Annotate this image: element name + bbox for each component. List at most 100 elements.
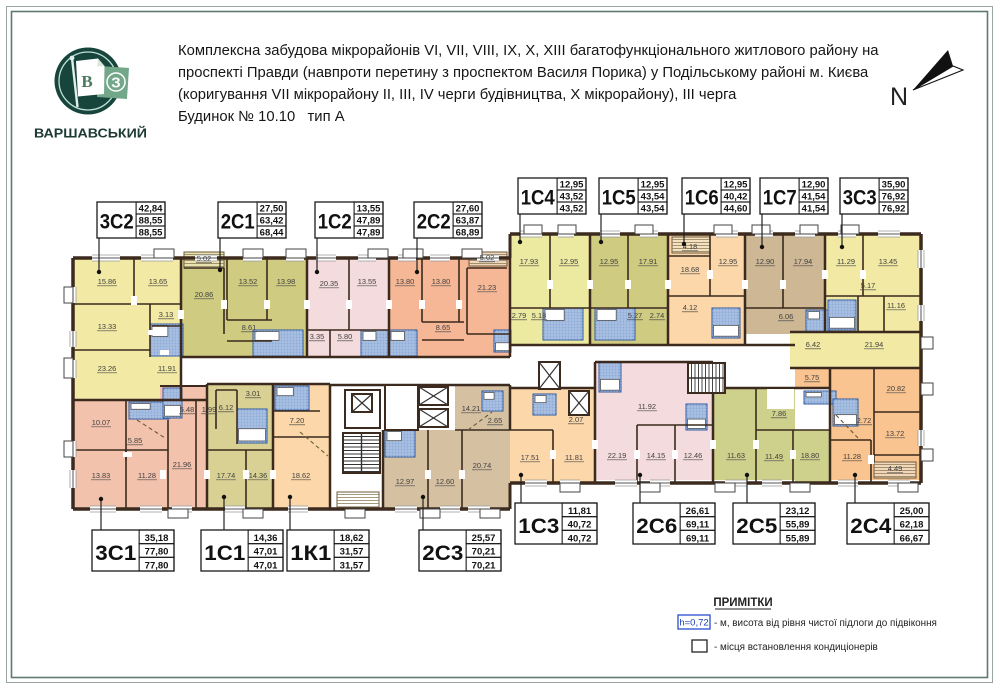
svg-text:h=0,72: h=0,72: [679, 618, 708, 629]
svg-text:(коригування VII мікрорайону I: (коригування VII мікрорайону II, III, IV…: [178, 87, 737, 103]
svg-text:3С3: 3С3: [843, 185, 877, 209]
svg-text:43,54: 43,54: [641, 192, 665, 203]
svg-text:5.17: 5.17: [861, 281, 875, 290]
svg-text:55,89: 55,89: [786, 533, 810, 544]
svg-text:35,18: 35,18: [145, 533, 169, 544]
svg-text:55,89: 55,89: [786, 520, 810, 531]
svg-text:2.74: 2.74: [650, 311, 664, 320]
svg-text:13.65: 13.65: [149, 277, 168, 286]
svg-text:1С7: 1С7: [763, 185, 797, 209]
svg-text:21.96: 21.96: [173, 460, 192, 469]
svg-text:12.97: 12.97: [396, 477, 415, 486]
svg-text:2С5: 2С5: [736, 514, 777, 538]
svg-text:2.65: 2.65: [488, 416, 502, 425]
svg-text:69,11: 69,11: [686, 520, 710, 531]
svg-text:ВАРШАВСЬКИЙ: ВАРШАВСЬКИЙ: [34, 126, 147, 141]
svg-text:12,90: 12,90: [802, 180, 826, 191]
svg-text:25,00: 25,00: [900, 506, 924, 517]
svg-text:10.07: 10.07: [92, 418, 111, 427]
svg-text:42,84: 42,84: [139, 204, 163, 215]
svg-text:13.55: 13.55: [358, 277, 377, 286]
svg-text:2.79: 2.79: [512, 311, 526, 320]
svg-text:14,36: 14,36: [254, 533, 278, 544]
svg-text:15.86: 15.86: [98, 277, 117, 286]
svg-text:2.07: 2.07: [569, 415, 583, 424]
svg-text:21.23: 21.23: [478, 283, 497, 292]
svg-text:14.36: 14.36: [249, 471, 268, 480]
svg-text:3С2: 3С2: [100, 209, 134, 233]
svg-text:5.48: 5.48: [180, 405, 194, 414]
svg-text:11.81: 11.81: [565, 453, 583, 462]
svg-text:- м, висота від рівня чистої п: - м, висота від рівня чистої підлоги до …: [714, 618, 937, 629]
svg-text:4.12: 4.12: [683, 303, 697, 312]
svg-text:7.20: 7.20: [290, 416, 304, 425]
svg-text:8.61: 8.61: [242, 323, 256, 332]
svg-text:20.74: 20.74: [473, 461, 492, 470]
svg-text:77,80: 77,80: [145, 560, 169, 571]
svg-text:40,72: 40,72: [568, 533, 592, 544]
svg-text:2С3: 2С3: [422, 541, 463, 565]
svg-text:13.52: 13.52: [239, 277, 258, 286]
svg-text:проспекті Правди (навпроти пер: проспекті Правди (навпроти перетину з пр…: [178, 65, 869, 81]
svg-text:11.91: 11.91: [158, 364, 176, 373]
svg-text:11.29: 11.29: [837, 257, 855, 266]
svg-text:14.21: 14.21: [462, 404, 481, 413]
svg-text:12.90: 12.90: [756, 257, 775, 266]
svg-text:35,90: 35,90: [882, 180, 906, 191]
svg-text:14.15: 14.15: [647, 451, 666, 460]
svg-text:Комплексна забудова мікрорайон: Комплексна забудова мікрорайонів VI, VII…: [178, 43, 879, 59]
svg-text:4.18: 4.18: [683, 242, 697, 251]
svg-text:11.28: 11.28: [843, 452, 861, 461]
svg-text:11.92: 11.92: [638, 402, 656, 411]
svg-text:13.98: 13.98: [277, 277, 296, 286]
svg-text:26,61: 26,61: [686, 506, 710, 517]
svg-text:27,60: 27,60: [456, 204, 480, 215]
svg-text:66,67: 66,67: [900, 533, 924, 544]
svg-text:47,89: 47,89: [357, 216, 381, 227]
svg-text:12.95: 12.95: [719, 257, 738, 266]
svg-text:ПРИМІТКИ: ПРИМІТКИ: [713, 597, 772, 609]
svg-text:62,18: 62,18: [900, 520, 924, 531]
svg-text:77,80: 77,80: [145, 547, 169, 558]
svg-text:43,52: 43,52: [560, 204, 584, 215]
svg-text:3.01: 3.01: [246, 389, 260, 398]
svg-text:41,54: 41,54: [802, 204, 826, 215]
svg-text:2С2: 2С2: [417, 209, 451, 233]
svg-text:3.13: 3.13: [159, 310, 173, 319]
svg-text:1С5: 1С5: [602, 185, 636, 209]
svg-text:17.74: 17.74: [217, 471, 236, 480]
svg-text:76,92: 76,92: [882, 204, 906, 215]
svg-text:47,01: 47,01: [254, 560, 278, 571]
svg-text:20.35: 20.35: [320, 279, 339, 288]
svg-text:20.86: 20.86: [195, 290, 214, 299]
svg-text:6.06: 6.06: [779, 312, 793, 321]
svg-text:47,89: 47,89: [357, 228, 381, 239]
svg-text:В: В: [81, 72, 92, 91]
svg-text:12,95: 12,95: [724, 180, 748, 191]
svg-text:5.85: 5.85: [128, 436, 142, 445]
svg-text:1К1: 1К1: [290, 541, 331, 565]
svg-text:47,01: 47,01: [254, 547, 278, 558]
svg-text:13.83: 13.83: [92, 471, 111, 480]
svg-text:27,50: 27,50: [260, 204, 284, 215]
svg-text:17.91: 17.91: [639, 257, 658, 266]
svg-text:11.28: 11.28: [138, 471, 156, 480]
svg-text:23.26: 23.26: [98, 364, 117, 373]
svg-text:1С1: 1С1: [204, 541, 245, 565]
svg-text:31,57: 31,57: [340, 560, 364, 571]
svg-text:8.65: 8.65: [436, 323, 450, 332]
svg-text:11.16: 11.16: [887, 301, 905, 310]
svg-text:1.99: 1.99: [202, 405, 216, 414]
svg-text:2С1: 2С1: [221, 209, 255, 233]
svg-text:68,44: 68,44: [260, 228, 284, 239]
svg-text:3С1: 3С1: [95, 541, 136, 565]
svg-text:З: З: [111, 75, 120, 92]
svg-text:6.12: 6.12: [219, 403, 233, 412]
svg-text:20.82: 20.82: [887, 384, 906, 393]
svg-text:12,95: 12,95: [560, 180, 584, 191]
svg-text:13,55: 13,55: [357, 204, 381, 215]
svg-text:3.35: 3.35: [310, 332, 324, 341]
svg-text:5.18: 5.18: [532, 311, 546, 320]
svg-text:6.42: 6.42: [806, 340, 820, 349]
svg-text:2.72: 2.72: [857, 416, 871, 425]
